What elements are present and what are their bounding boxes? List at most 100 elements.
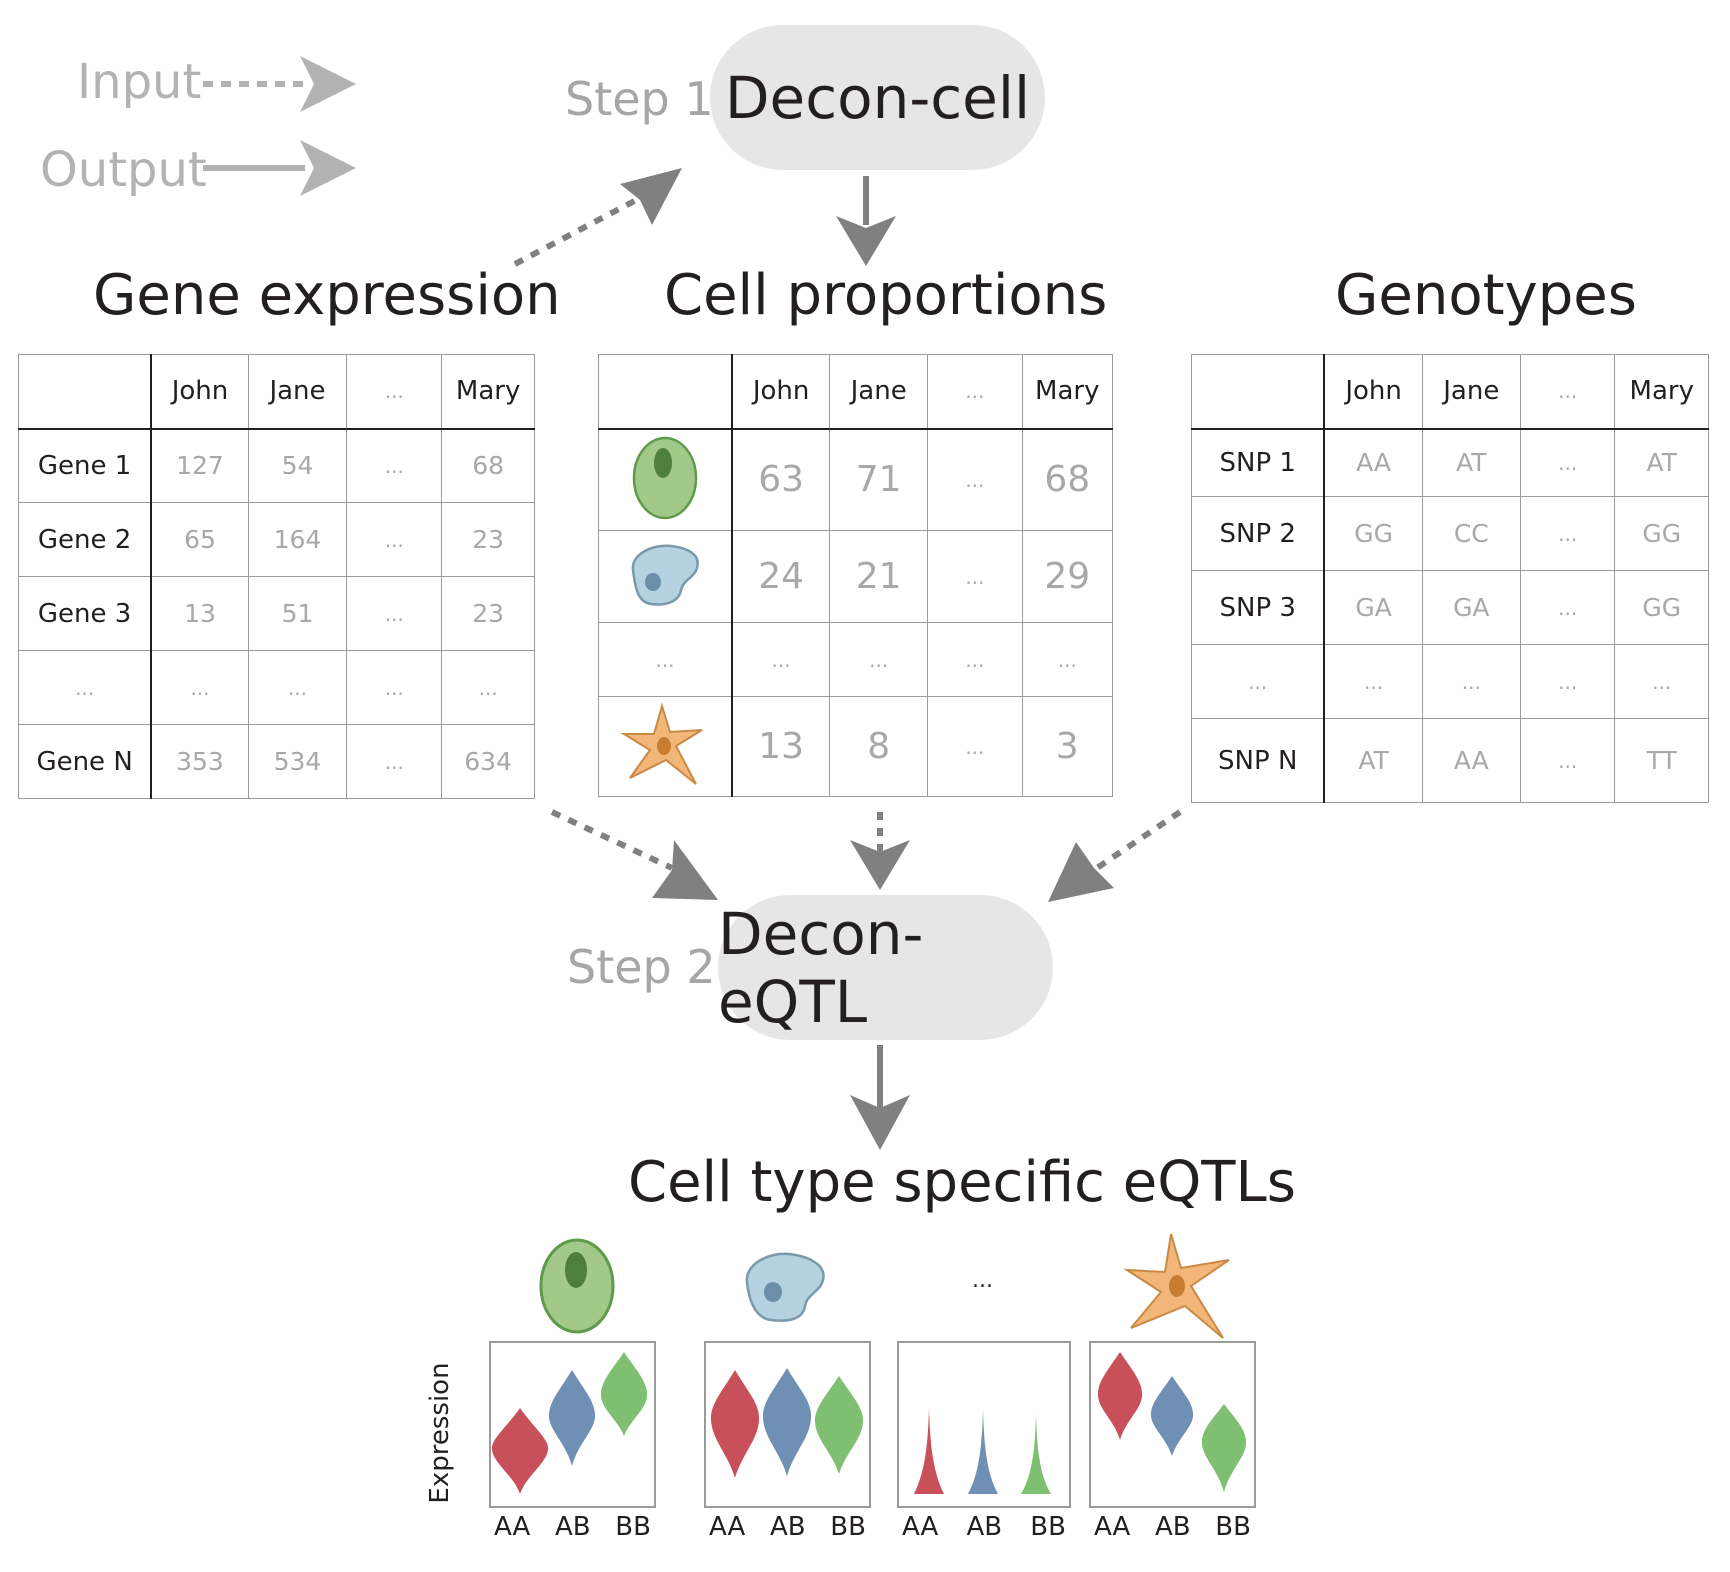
table-cell: ... (1614, 644, 1709, 719)
step1-label: Step 1 (565, 72, 714, 126)
table-row: Gene 1 127 54 ... 68 (18, 428, 535, 503)
column-header: John (731, 354, 831, 430)
table-row: ... ... ... ... ... (598, 622, 1114, 697)
table-cell: AA (1421, 718, 1521, 803)
violin-aa (1097, 1352, 1143, 1440)
output-arrow-decon-eqtl-to-result (850, 1045, 910, 1150)
genotype-label: BB (1215, 1512, 1251, 1542)
violin-bb (1201, 1404, 1247, 1492)
table-cell: ... (1519, 570, 1616, 645)
table-cell: TT (1614, 718, 1709, 803)
table-cell: 63 (731, 428, 831, 531)
table-row: Gene 2 65 164 ... 23 (18, 502, 535, 577)
violin-bb (600, 1352, 648, 1436)
row-label: Gene 3 (18, 576, 153, 651)
table-cell: 534 (247, 724, 348, 799)
orange-star-cell-icon (598, 696, 734, 797)
table-row: Gene 3 13 51 ... 23 (18, 576, 535, 651)
table-cell: 24 (731, 530, 831, 623)
genotype-label: BB (1030, 1512, 1066, 1542)
table-cell: ... (441, 650, 535, 725)
table-cell: 65 (150, 502, 249, 577)
table-row: SNP N AT AA ... TT (1191, 718, 1709, 803)
table-row: SNP 2 GG CC ... GG (1191, 496, 1709, 571)
legend-output-label: Output (40, 142, 207, 198)
table-cell: 634 (441, 724, 535, 799)
genotype-label: AB (966, 1512, 1003, 1542)
table-row: 13 8 ... 3 (598, 696, 1114, 797)
table-cell: AT (1614, 428, 1709, 497)
table-cell: GA (1421, 570, 1521, 645)
violin-bb (814, 1376, 864, 1474)
table-cell: GG (1614, 570, 1709, 645)
input-arrow-expression-to-decon-eqtl (550, 809, 718, 900)
gene-expression-table: John Jane ... Mary Gene 1 127 54 ... 68 … (18, 354, 535, 799)
table-cell: 23 (441, 576, 535, 651)
column-header: Mary (441, 354, 535, 430)
violin-panel-3 (897, 1341, 1071, 1508)
row-label: ... (598, 622, 734, 697)
table-cell: AA (1323, 428, 1423, 497)
row-label: SNP N (1191, 718, 1326, 803)
genotypes-title: Genotypes (1335, 263, 1637, 328)
blue-cell-icon (745, 1252, 825, 1322)
column-header: Jane (247, 354, 348, 430)
table-cell: 54 (247, 428, 348, 503)
row-label: Gene N (18, 724, 153, 799)
blue-cell-icon (598, 530, 734, 623)
table-cell: 164 (247, 502, 348, 577)
table-cell: 71 (829, 428, 929, 531)
legend-input-label: Input (77, 54, 202, 110)
violin-ab (548, 1370, 596, 1466)
table-cell: ... (731, 622, 831, 697)
table-row: ... ... ... ... ... (1191, 644, 1709, 719)
row-label: ... (18, 650, 153, 725)
table-cell: ... (1323, 644, 1423, 719)
table-row: 63 71 ... 68 (598, 428, 1114, 531)
table-cell: ... (927, 622, 1023, 697)
table-cell: ... (1519, 644, 1616, 719)
table-cell: ... (346, 502, 443, 577)
row-label: ... (1191, 644, 1326, 719)
violin-panel-4 (1089, 1341, 1256, 1508)
genotype-label: BB (830, 1512, 866, 1542)
column-header: ... (346, 354, 443, 430)
table-cell: ... (927, 696, 1023, 797)
genotype-label: AA (494, 1512, 531, 1542)
cell-type-ellipsis: ... (972, 1268, 993, 1293)
table-cell: 13 (731, 696, 831, 797)
output-arrow-decon-cell-to-proportions (836, 176, 896, 266)
table-cell: 23 (441, 502, 535, 577)
eqtl-result-title: Cell type specific eQTLs (628, 1150, 1296, 1215)
violin-aa (491, 1408, 549, 1494)
column-header: John (1323, 354, 1423, 430)
table-row: Gene N 353 534 ... 634 (18, 724, 535, 799)
step2-label: Step 2 (567, 940, 716, 994)
table-cell: 353 (150, 724, 249, 799)
expression-axis-label: Expression (425, 1362, 455, 1504)
table-cell: ... (1519, 428, 1616, 497)
green-cell-icon (539, 1238, 615, 1334)
genotype-label: AA (709, 1512, 746, 1542)
gene-expression-title: Gene expression (93, 263, 561, 328)
table-cell: AT (1421, 428, 1521, 497)
table-cell: 3 (1021, 696, 1114, 797)
table-cell: ... (150, 650, 249, 725)
panel-3-labels: AA AB BB (898, 1512, 1070, 1542)
table-cell: 21 (829, 530, 929, 623)
table-cell: ... (927, 530, 1023, 623)
table-cell: 29 (1021, 530, 1114, 623)
table-row: ... ... ... ... ... (18, 650, 535, 725)
table-cell: AT (1323, 718, 1423, 803)
table-cell: 127 (150, 428, 249, 503)
column-header: John (150, 354, 249, 430)
row-label: Gene 1 (18, 428, 153, 503)
table-cell: ... (927, 428, 1023, 531)
table-cell: ... (1421, 644, 1521, 719)
table-cell: ... (346, 428, 443, 503)
orange-star-cell-icon (1123, 1233, 1230, 1339)
table-cell: ... (1519, 718, 1616, 803)
legend-input-arrow (203, 56, 356, 112)
table-row: SNP 1 AA AT ... AT (1191, 428, 1709, 497)
violin-bb (1021, 1414, 1051, 1494)
